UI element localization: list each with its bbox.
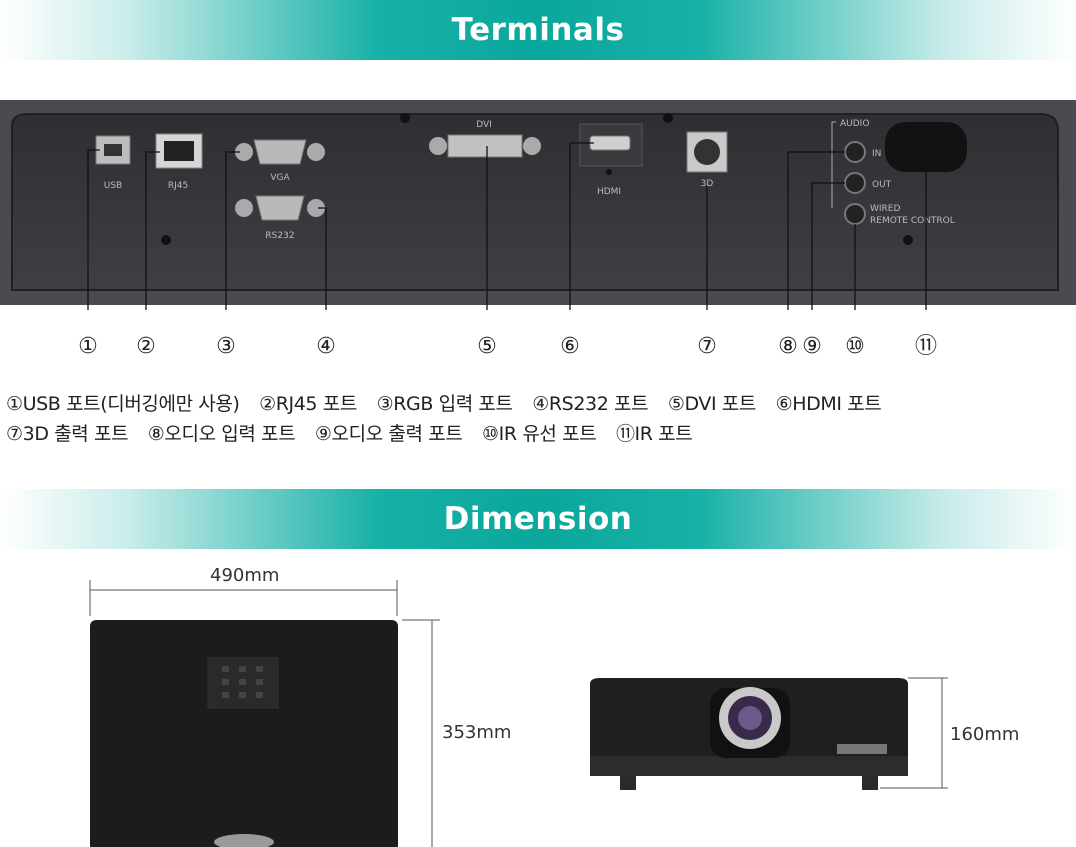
vga-port-icon: [253, 139, 307, 165]
callout-number-8: ⑧: [778, 334, 798, 359]
callout-number-3: ③: [216, 334, 236, 359]
wired-remote-jack-icon: [844, 203, 866, 225]
legend-item: ①USB 포트(디버깅에만 사용): [6, 393, 240, 415]
legend-item: ⑤DVI 포트: [667, 393, 757, 415]
screw-icon: [903, 235, 913, 245]
callout-number-5: ⑤: [477, 334, 497, 359]
audio-label: AUDIO: [840, 119, 869, 129]
callout-number-1: ①: [78, 334, 98, 359]
legend-item: ⑪IR 포트: [615, 423, 693, 445]
legend-line-2: ⑦3D 출력 포트 ⑧오디오 입력 포트 ⑨오디오 출력 포트 ⑩IR 유선 포…: [6, 419, 706, 446]
audio-out-label: OUT: [872, 180, 892, 190]
ir-window-icon: [885, 122, 967, 172]
rear-panel-illustration: USB RJ45 VGA RS232 DVI HDMI 3D AUDIO IN …: [0, 100, 1076, 310]
hdmi-label: HDMI: [597, 187, 621, 197]
audio-out-jack-icon: [844, 172, 866, 194]
screw-icon: [663, 113, 673, 123]
3d-label: 3D: [701, 179, 714, 189]
audio-in-label: IN: [872, 149, 881, 159]
callout-number-4: ④: [316, 334, 336, 359]
dimension-illustration: [89, 580, 948, 847]
callout-number-7: ⑦: [697, 334, 717, 359]
dvi-port-icon: [447, 134, 523, 158]
vga-label: VGA: [270, 173, 290, 183]
legend-item: ④RS232 포트: [532, 393, 649, 415]
screw-icon: [161, 235, 171, 245]
callout-number-10: ⑩: [845, 334, 865, 359]
dvi-label: DVI: [476, 120, 492, 130]
audio-in-jack-icon: [844, 141, 866, 163]
legend-item: ⑥HDMI 포트: [775, 393, 882, 415]
legend-item: ⑩IR 유선 포트: [482, 423, 597, 445]
legend-item: ②RJ45 포트: [259, 393, 357, 415]
rs232-label: RS232: [265, 231, 294, 241]
leader-lines: [87, 142, 927, 310]
remote-control-label: REMOTE CONTROL: [870, 216, 955, 226]
dimension-banner: Dimension: [0, 489, 1076, 549]
callout-number-9: ⑨: [802, 334, 822, 359]
hdmi-port-icon: [589, 135, 631, 151]
callout-number-6: ⑥: [560, 334, 580, 359]
width-label: 490mm: [210, 565, 280, 586]
dimension-title: Dimension: [443, 501, 633, 537]
screw-icon: [400, 113, 410, 123]
projector-top-view: [90, 620, 398, 847]
legend-line-1: ①USB 포트(디버깅에만 사용) ②RJ45 포트 ③RGB 입력 포트 ④R…: [6, 389, 895, 416]
height-dimension-line: [880, 677, 948, 789]
depth-label: 353mm: [442, 722, 512, 743]
callout-number-2: ②: [136, 334, 156, 359]
wired-label: WIRED: [870, 204, 900, 214]
callout-number-11: ⑪: [914, 334, 937, 359]
depth-dimension-line: [402, 619, 440, 847]
legend-item: ③RGB 입력 포트: [376, 393, 513, 415]
legend-item: ⑧오디오 입력 포트: [147, 423, 296, 445]
terminals-banner: Terminals: [0, 0, 1076, 60]
height-label: 160mm: [950, 724, 1020, 745]
usb-label: USB: [104, 181, 122, 191]
rj45-label: RJ45: [168, 181, 188, 191]
legend-item: ⑦3D 출력 포트: [6, 423, 129, 445]
width-dimension-line: [89, 580, 398, 616]
legend-item: ⑨오디오 출력 포트: [314, 423, 463, 445]
terminals-title: Terminals: [451, 12, 625, 48]
rs232-port-icon: [255, 195, 305, 221]
